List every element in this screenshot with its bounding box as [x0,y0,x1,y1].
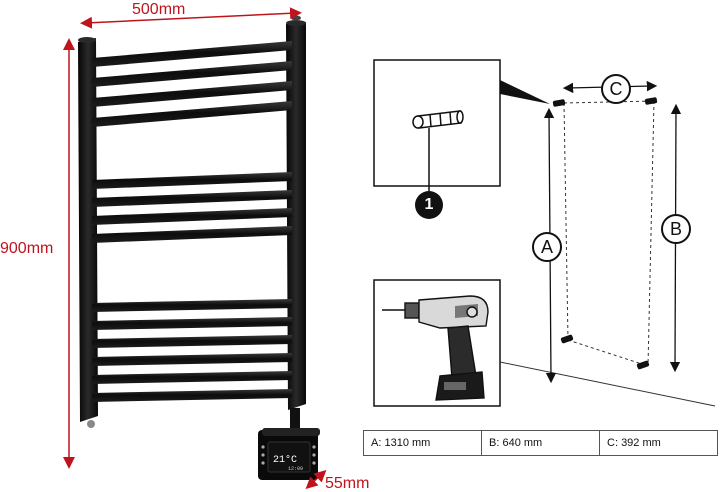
dimension-c-badge: C [601,74,631,104]
radiator-bars [92,41,292,402]
height-dimension-label: 900mm [0,240,54,257]
thermostat-screen [267,441,311,473]
part-number-badge: 1 [415,191,443,219]
spec-value: 640 mm [502,437,543,449]
towel-radiator: 21°C 12:09 [78,15,320,480]
spec-label: A: [371,437,382,449]
wall-plug-detail [373,59,550,191]
depth-dimension-label: 55mm [325,475,370,492]
spec-cell-c: C: 392 mm [599,431,717,455]
spec-label: C: [607,437,618,449]
drill-icon [382,295,489,401]
spec-cell-a: A: 1310 mm [364,431,481,455]
drill-detail [373,279,501,407]
dimension-b-badge: B [661,214,691,244]
outline-dashed [563,100,655,367]
wall-plug-icon [412,110,464,129]
spec-cell-b: B: 640 mm [481,431,599,455]
thermostat-unit [258,428,320,480]
thermostat-temperature: 21°C [273,454,297,466]
wall-fixings [552,97,658,370]
spec-table: A: 1310 mm B: 640 mm C: 392 mm [363,430,718,456]
thermostat-time: 12:09 [288,466,303,472]
spec-label: B: [489,437,500,449]
width-dimension-line [80,7,302,29]
radiator-right-post [286,22,306,410]
dimension-lines [63,7,327,490]
depth-dimension-line [305,469,327,490]
spec-value: 392 mm [621,437,661,449]
width-dimension-label: 500mm [132,1,186,18]
spec-value: 1310 mm [384,437,431,449]
dimension-a-badge: A [532,232,562,262]
